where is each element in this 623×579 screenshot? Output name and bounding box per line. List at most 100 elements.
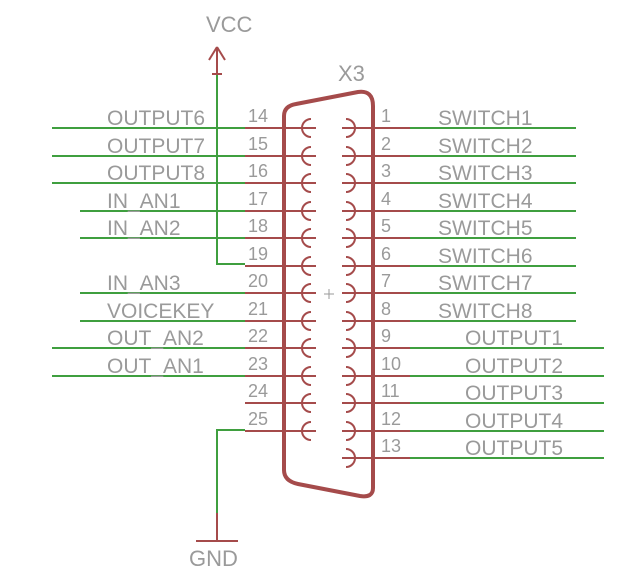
net-label: OUTPUT5: [465, 437, 563, 460]
pin-number: 22: [248, 326, 268, 346]
vcc-arrow-icon: [208, 46, 226, 75]
pin-8[interactable]: 8 SWITCH8: [342, 299, 576, 331]
socket-contact-icon: [301, 366, 312, 386]
pin-14[interactable]: 14 OUTPUT6: [52, 106, 316, 138]
socket-contact-icon: [345, 283, 356, 303]
pin-number: 17: [248, 189, 268, 209]
pin-number: 3: [381, 161, 391, 181]
net-label: IN_AN1: [107, 190, 181, 213]
pin-12[interactable]: 12 OUTPUT4: [342, 409, 604, 441]
pin-number: 10: [381, 354, 401, 374]
net-label: IN_AN3: [107, 272, 181, 295]
net-label: OUTPUT6: [107, 107, 205, 130]
socket-contact-icon: [301, 118, 312, 138]
pin-24[interactable]: 24: [245, 381, 316, 413]
pin-9[interactable]: 9 OUTPUT1: [342, 326, 604, 358]
net-label: SWITCH7: [438, 272, 533, 295]
net-label: OUTPUT8: [107, 162, 205, 185]
pin-13[interactable]: 13 OUTPUT5: [342, 436, 604, 468]
net-label: SWITCH5: [438, 217, 533, 240]
net-label: SWITCH2: [438, 135, 533, 158]
pin-16[interactable]: 16 OUTPUT8: [52, 161, 316, 193]
pin-number: 7: [381, 271, 391, 291]
pin-18[interactable]: 18 IN_AN2: [80, 216, 316, 248]
net-label: SWITCH8: [438, 300, 533, 323]
pin-3[interactable]: 3 SWITCH3: [342, 161, 576, 193]
pin-4[interactable]: 4 SWITCH4: [342, 189, 576, 221]
pin-17[interactable]: 17 IN_AN1: [80, 189, 316, 221]
connector-body[interactable]: [282, 89, 375, 499]
gnd-label: GND: [189, 546, 238, 571]
pin-number: 24: [248, 381, 268, 401]
net-label: SWITCH6: [438, 245, 533, 268]
socket-contact-icon: [301, 146, 312, 166]
socket-contact-icon: [345, 338, 356, 358]
net-label: SWITCH1: [438, 107, 533, 130]
part-name: X3: [338, 61, 365, 86]
socket-contact-icon: [301, 228, 312, 248]
pin-number: 19: [248, 244, 268, 264]
socket-contact-icon: [345, 118, 356, 138]
gnd-symbol-icon: [196, 513, 238, 542]
pin-number: 15: [248, 134, 268, 154]
socket-contact-icon: [345, 311, 356, 331]
pin-number: 4: [381, 189, 391, 209]
pin-number: 23: [248, 354, 268, 374]
socket-contact-icon: [301, 311, 312, 331]
net-label: OUTPUT4: [465, 410, 563, 433]
socket-contact-icon: [345, 393, 356, 413]
net-label: VOICEKEY: [107, 300, 214, 323]
net-label: OUTPUT2: [465, 355, 563, 378]
net-label: SWITCH4: [438, 190, 533, 213]
net-label: OUT_AN1: [107, 355, 204, 378]
socket-contact-icon: [345, 421, 356, 441]
pin-22[interactable]: 22 OUT_AN2: [52, 326, 316, 358]
pin-number: 9: [381, 326, 391, 346]
net-label: OUT_AN2: [107, 327, 204, 350]
socket-contact-icon: [301, 256, 312, 276]
pin-number: 6: [381, 244, 391, 264]
gnd-net-wire[interactable]: [216, 429, 245, 513]
socket-contact-icon: [345, 366, 356, 386]
pin-number: 20: [248, 271, 268, 291]
pin-25[interactable]: 25: [245, 409, 316, 441]
pin-23[interactable]: 23 OUT_AN1: [52, 354, 316, 386]
socket-contact-icon: [301, 173, 312, 193]
socket-contact-icon: [345, 228, 356, 248]
pin-number: 21: [248, 299, 268, 319]
pin-15[interactable]: 15 OUTPUT7: [52, 134, 316, 166]
net-label: OUTPUT1: [465, 327, 563, 350]
pin-number: 14: [248, 106, 268, 126]
net-label: SWITCH3: [438, 162, 533, 185]
left-pin-column: 14OUTPUT615OUTPUT716OUTPUT817IN_AN118IN_…: [52, 106, 316, 441]
vcc-net-wire[interactable]: [216, 75, 245, 265]
pin-number: 13: [381, 436, 401, 456]
socket-contact-icon: [345, 256, 356, 276]
socket-contact-icon: [301, 421, 312, 441]
socket-contact-icon: [301, 338, 312, 358]
socket-contact-icon: [301, 283, 312, 303]
pin-number: 16: [248, 161, 268, 181]
pin-2[interactable]: 2 SWITCH2: [342, 134, 576, 166]
socket-contact-icon: [301, 201, 312, 221]
net-label: IN_AN2: [107, 217, 181, 240]
pin-number: 18: [248, 216, 268, 236]
pin-1[interactable]: 1 SWITCH1: [342, 106, 576, 138]
pin-number: 12: [381, 409, 401, 429]
pin-number: 8: [381, 299, 391, 319]
pin-number: 2: [381, 134, 391, 154]
pin-number: 11: [381, 381, 400, 401]
pin-20[interactable]: 20 IN_AN3: [80, 271, 316, 303]
socket-contact-icon: [345, 173, 356, 193]
pin-19[interactable]: 19: [245, 244, 316, 276]
pin-10[interactable]: 10 OUTPUT2: [342, 354, 604, 386]
net-label: OUTPUT7: [107, 135, 205, 158]
pin-7[interactable]: 7 SWITCH7: [342, 271, 576, 303]
pin-number: 1: [381, 106, 391, 126]
pin-21[interactable]: 21 VOICEKEY: [80, 299, 316, 331]
pin-6[interactable]: 6 SWITCH6: [342, 244, 576, 276]
